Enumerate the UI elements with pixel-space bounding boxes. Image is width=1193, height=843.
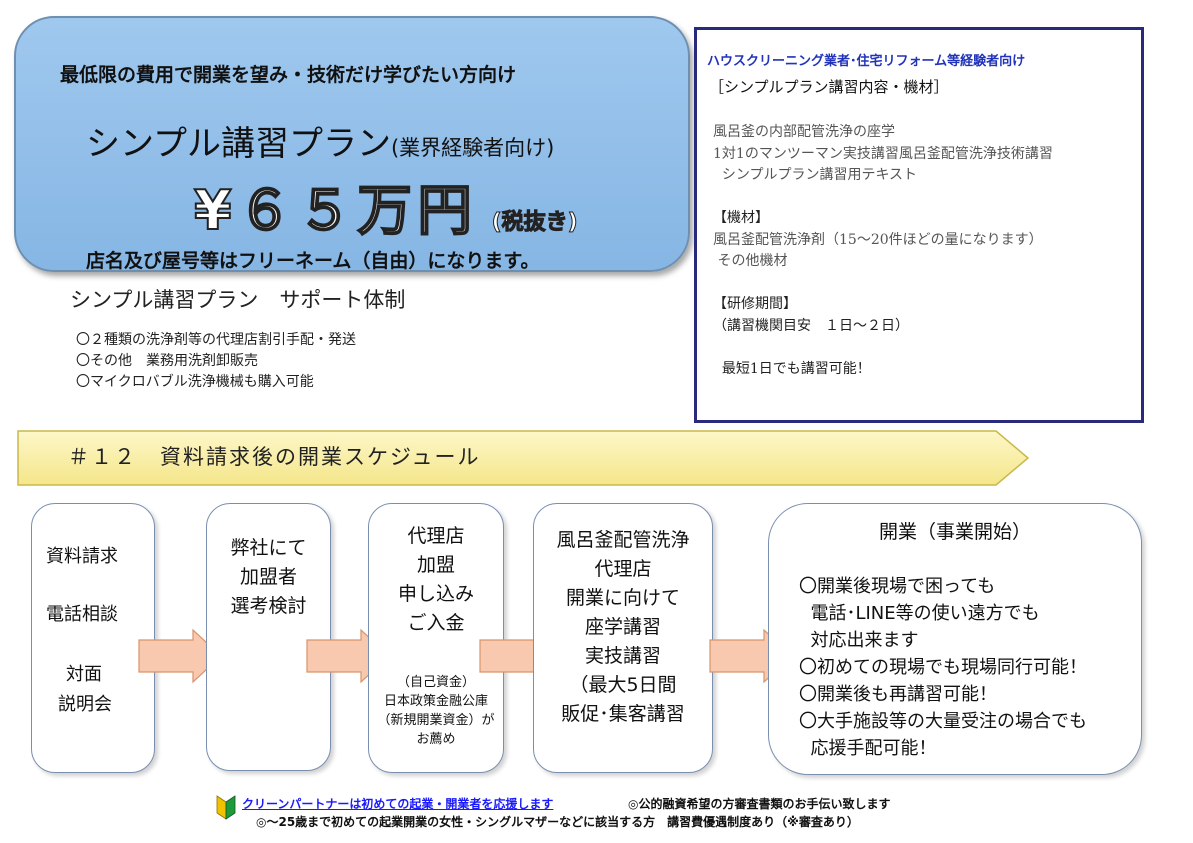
details-line: 【機材】 [713,210,769,226]
plan-title: シンプル講習プラン(業界経験者向け) [86,116,554,165]
price-card-note: 店名及び屋号等はフリーネーム（自由）になります。 [86,250,540,272]
details-line: 【研修期間】 [713,296,797,312]
step5-title: 開業（事業開始） [878,521,1031,543]
step5-line: 〇開業後も再講習可能！ [799,684,997,705]
details-target: ハウスクリーニング業者･住宅リフォーム等経験者向け [707,54,1026,69]
schedule-banner-title: ＃１２ 資料請求後の開業スケジュール [68,445,481,469]
step1-line: 電話相談 [46,604,118,625]
details-line: 最短1日でも講習可能！ [713,360,871,377]
step1-line: 対面 [66,664,102,685]
step3-sub-line: お薦め [416,732,456,747]
step2-line: 加盟者 [239,566,297,588]
step5-line: 〇開業後現場で困っても [799,576,996,597]
details-line [713,337,1053,359]
step-application: 代理店 加盟 申し込み ご入金 （自己資金） 日本政策金融公庫 （新規開業資金）… [368,503,504,773]
step3-sub-line: 日本政策金融公庫 [383,694,488,709]
plan-price: ¥６５万円 (税抜き) [193,166,578,245]
support-item: 〇２種類の洗浄剤等の代理店割引手配・発送 [76,332,356,348]
details-line: 風呂釜配管洗浄剤（15～20件ほどの量になります） [713,231,1043,248]
details-line: シンプルプラン講習用テキスト [713,167,918,183]
banner-arrow-shape [17,430,1030,486]
support-title: シンプル講習プラン サポート体制 [70,288,406,312]
step1-line: 資料請求 [46,546,118,567]
footer-note-discount: ◎～25歳まで初めての起業開業の女性・シングルマザーなどに該当する方 講習費優遇… [256,815,859,829]
step1-line: 説明会 [58,694,112,715]
step4-line: 座学講習 [584,616,661,638]
step3-sub-line: （新規開業資金）が [377,713,495,728]
step3-line: 代理店 [407,525,465,547]
step5-line: 対応出来ます [799,630,919,651]
plan-suffix: (業界経験者向け) [390,136,555,160]
details-lines: 風呂釜の内部配管洗浄の座学 1対1のマンツーマン実技講習風呂釜配管洗浄技術講習 … [713,122,1053,380]
partner-support-link[interactable]: クリーンパートナーは初めての起業・開業者を応援します [242,797,554,811]
footer-note-loan: ◎公的融資希望の方審査書類のお手伝い致します [628,797,891,811]
schedule-banner: ＃１２ 資料請求後の開業スケジュール [16,425,1032,491]
step4-line: （最大5日間 [569,674,677,696]
details-line: その他機材 [713,253,788,269]
plan-name: シンプル講習プラン [86,124,391,164]
step3-sub-line: （自己資金） [396,675,475,690]
step5-line: 電話･LINE等の使い遠方でも [799,603,1040,624]
details-line: 1対1のマンツーマン実技講習風呂釜配管洗浄技術講習 [713,145,1053,162]
step3-line: 申し込み [397,583,474,605]
step4-line: 開業に向けて [565,587,680,609]
details-line [713,187,1053,209]
step2-line: 選考検討 [230,595,307,617]
details-line [713,273,1053,295]
step-screening: 弊社にて 加盟者 選考検討 [206,503,331,771]
step3-line: ご入金 [407,612,465,634]
support-item: 〇その他 業務用洗剤卸販売 [76,353,258,369]
step-opening: 開業（事業開始） 〇開業後現場で困っても 電話･LINE等の使い遠方でも 対応出… [768,503,1142,775]
details-line: 風呂釜の内部配管洗浄の座学 [713,124,895,140]
step-inquiry: 資料請求 電話相談 対面 説明会 [31,503,155,773]
price-tax: (税抜き) [491,210,578,236]
step4-line: 代理店 [594,558,652,580]
step4-line: 風呂釜配管洗浄 [556,529,690,551]
step-training: 風呂釜配管洗浄 代理店 開業に向けて 座学講習 実技講習 （最大5日間 販促･集… [533,503,713,773]
step3-line: 加盟 [416,554,455,576]
price-amount: ¥６５万円 [193,178,478,243]
details-heading: ［シンプルプラン講習内容・機材］ [709,78,949,96]
step5-line: 〇初めての現場でも現場同行可能！ [799,657,1087,678]
support-item: 〇マイクロバブル洗浄機械も購入可能 [76,374,314,390]
step5-line: 〇大手施設等の大量受注の場合でも [799,711,1087,732]
price-card-target: 最低限の費用で開業を望み・技術だけ学びたい方向け [60,64,517,86]
step4-line: 実技講習 [584,645,661,667]
plan-details-panel: ハウスクリーニング業者･住宅リフォーム等経験者向け ［シンプルプラン講習内容・機… [694,27,1144,423]
price-card: 最低限の費用で開業を望み・技術だけ学びたい方向け シンプル講習プラン(業界経験者… [14,16,690,272]
step5-line: 応援手配可能！ [799,738,937,759]
step2-line: 弊社にて [230,537,307,559]
step4-line: 販促･集客講習 [561,703,685,725]
support-list: 〇２種類の洗浄剤等の代理店割引手配・発送 〇その他 業務用洗剤卸販売 〇マイクロ… [76,330,356,393]
details-line: （講習機関目安 １日～２日） [713,317,909,334]
beginner-mark-icon [216,795,236,820]
